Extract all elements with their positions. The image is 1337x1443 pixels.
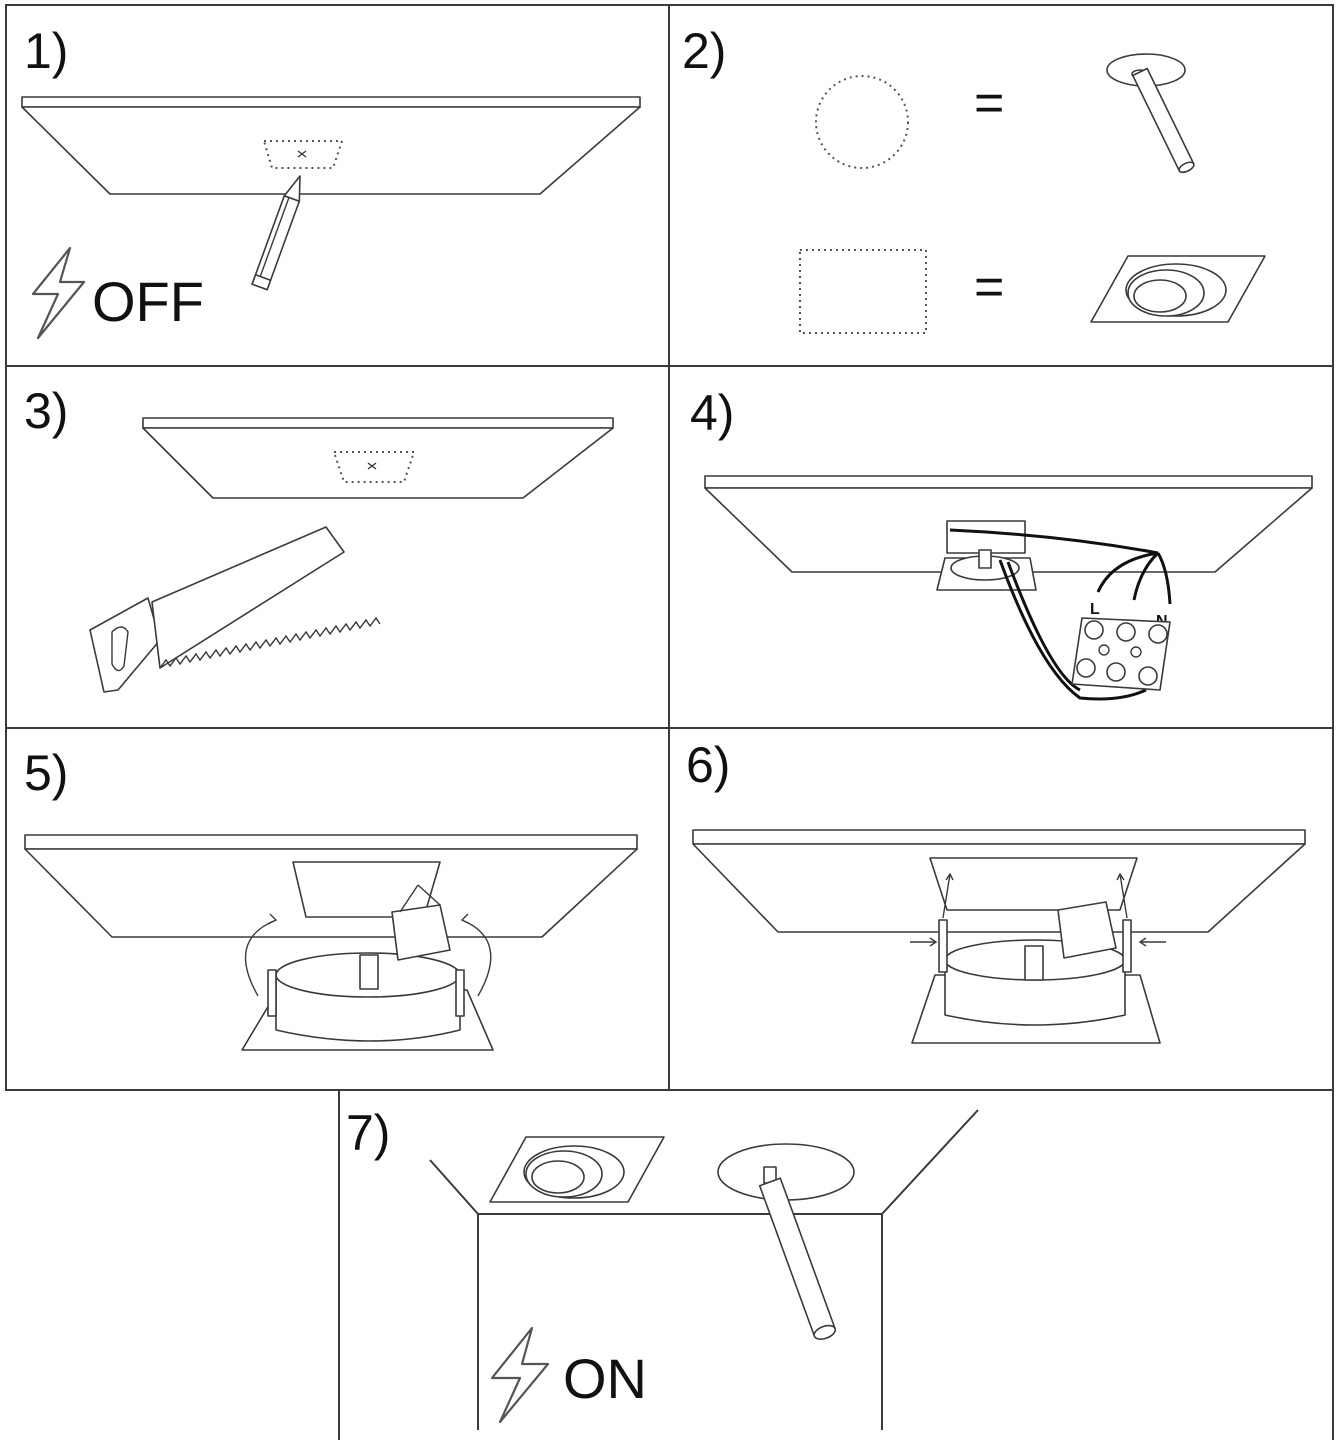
terminal-block-icon	[1057, 901, 1117, 959]
step-6-number: 6)	[686, 737, 730, 793]
up-arrow-right	[1116, 872, 1128, 919]
panel-2: 2) = =	[682, 23, 1266, 334]
lightning-bolt-icon	[490, 1326, 550, 1424]
equals-sign-bottom: =	[974, 258, 1004, 316]
terminal-block-icon	[391, 884, 451, 961]
step-7-number: 7)	[346, 1105, 390, 1161]
square-cutout-outline	[799, 249, 927, 334]
power-off-label: OFF	[92, 270, 204, 333]
pencil-icon	[251, 175, 301, 291]
cutout-marking	[262, 140, 344, 169]
supply-wires	[949, 528, 1172, 701]
push-arrow-left	[910, 937, 938, 947]
step-5-number: 5)	[24, 745, 68, 801]
step-1-number: 1)	[24, 23, 68, 79]
round-cutout-outline	[815, 75, 909, 169]
spring-clip-arrow-left	[244, 913, 278, 997]
panel-6: 6)	[686, 737, 1306, 1044]
ceiling-board	[24, 834, 638, 938]
panel-5: 5)	[24, 745, 638, 1051]
panel-4: 4) L N	[690, 385, 1313, 701]
square-downlight-icon	[1090, 255, 1266, 323]
spring-clip-arrow-right	[460, 913, 492, 997]
step-4-number: 4)	[690, 385, 734, 441]
step-2-number: 2)	[682, 23, 726, 79]
ceiling-board	[692, 829, 1306, 933]
push-arrow-right	[1138, 937, 1166, 947]
equals-sign-top: =	[974, 74, 1004, 132]
square-downlight-icon	[489, 1136, 665, 1203]
step-3-number: 3)	[24, 383, 68, 439]
cutout-marking	[332, 451, 416, 483]
fixture-in-cutout	[936, 520, 1037, 591]
spotlight-icon	[1106, 53, 1195, 174]
lightning-bolt-icon	[31, 246, 86, 340]
panel-grid	[5, 4, 1334, 1440]
recessed-fixture	[911, 919, 1161, 1044]
panel-3: 3)	[24, 383, 614, 693]
terminal-block-icon	[1071, 617, 1171, 691]
terminal-label-live: L	[1090, 601, 1100, 618]
room-corner	[429, 1109, 979, 1430]
ceiling-board	[142, 417, 614, 499]
saw-icon	[89, 526, 381, 693]
panel-7: 7) ON	[346, 1105, 979, 1430]
recessed-fixture	[241, 952, 494, 1051]
panel-1: 1) OFF	[21, 23, 641, 340]
ceiling-board	[21, 96, 641, 195]
up-arrow-left	[942, 872, 954, 919]
spotlight-icon	[717, 1143, 855, 1340]
power-on-label: ON	[563, 1347, 647, 1410]
